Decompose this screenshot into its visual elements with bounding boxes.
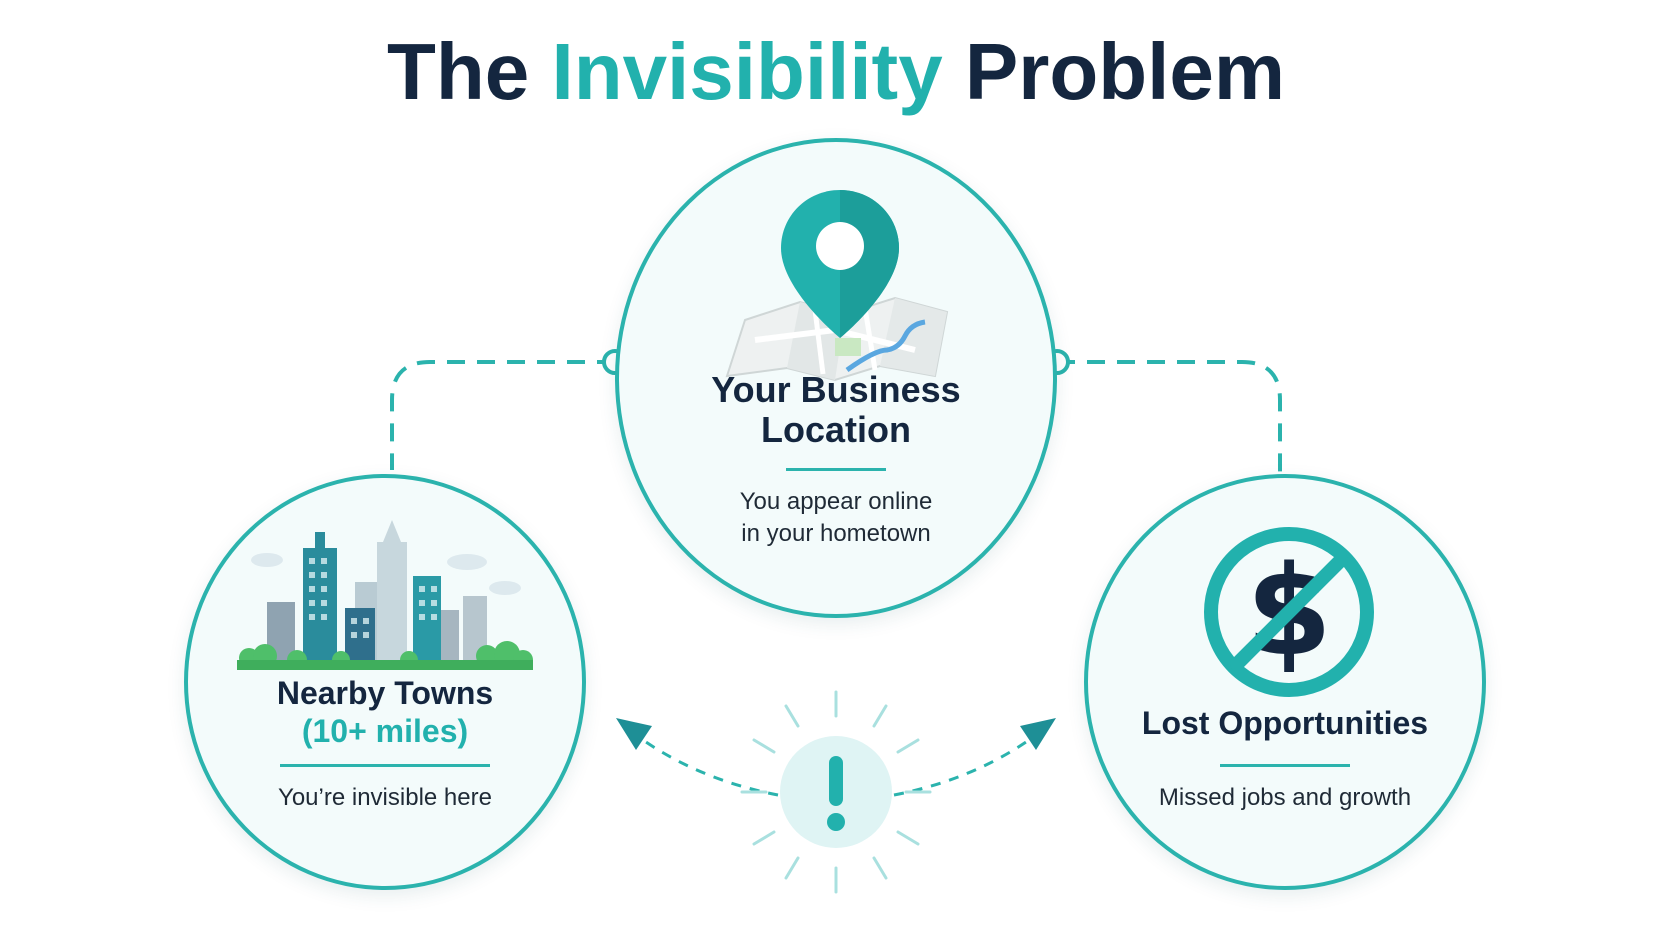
node-lost-opportunities: $ Lost Opportunities Missed jobs and gro… — [1084, 474, 1486, 890]
connector-right — [1057, 360, 1282, 475]
center-title-line-1: Your Business — [711, 369, 961, 410]
left-title: Nearby Towns — [276, 675, 494, 711]
connector-left — [390, 360, 615, 470]
left-desc: You’re invisible here — [278, 784, 492, 811]
arrow-to-right — [893, 736, 1033, 797]
right-divider — [1220, 764, 1350, 767]
right-title: Lost Opportunities — [1141, 705, 1429, 741]
right-desc: Missed jobs and growth — [1158, 784, 1412, 811]
no-dollar-icon: $ — [1204, 527, 1374, 697]
exclamation-icon — [827, 756, 845, 831]
left-subtitle: (10+ miles) — [301, 713, 469, 749]
city-skyline-icon — [237, 520, 533, 670]
alert-rays — [740, 690, 932, 894]
title-part-1: The — [387, 27, 530, 116]
center-title-line-2: Location — [761, 409, 911, 450]
left-divider — [280, 764, 490, 767]
center-desc-line-1: You appear online — [739, 488, 933, 515]
node-business-location: Your Business Location You appear online… — [615, 138, 1057, 618]
center-desc-line-2: in your hometown — [741, 520, 931, 547]
center-divider — [786, 468, 886, 471]
node-nearby-towns: Nearby Towns (10+ miles) You’re invisibl… — [184, 474, 586, 890]
title-part-2: Problem — [964, 27, 1285, 116]
page-title: The Invisibility Problem — [0, 22, 1672, 122]
map-pin-icon — [725, 190, 949, 382]
arrowhead-right — [1020, 718, 1056, 750]
title-accent: Invisibility — [551, 27, 943, 116]
arrowhead-left — [616, 718, 652, 750]
arrow-to-left — [639, 736, 779, 797]
